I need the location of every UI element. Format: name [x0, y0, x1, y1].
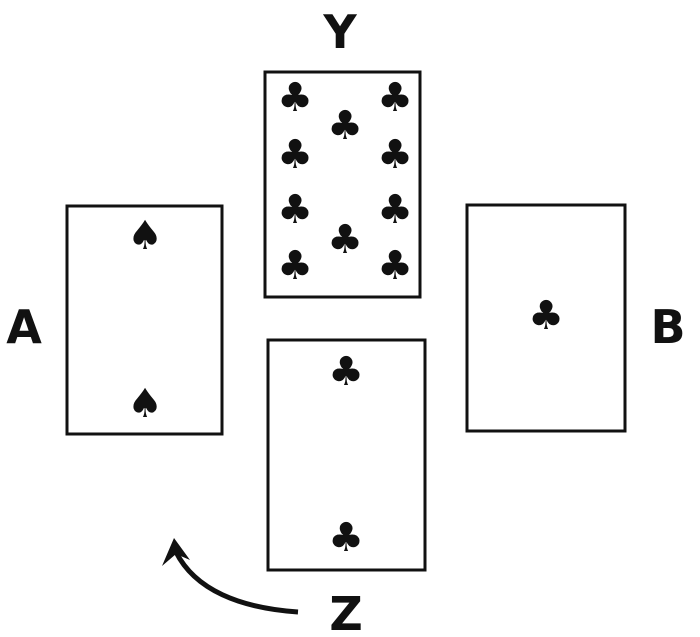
clubs-pip-icon: ♣	[528, 293, 564, 339]
clubs-pip-icon: ♣	[377, 187, 413, 233]
label-b: B	[650, 300, 685, 354]
clubs-pip-icon: ♣	[377, 243, 413, 289]
clubs-pip-icon: ♣	[277, 187, 313, 233]
label-z: Z	[329, 587, 362, 637]
clubs-pip-icon: ♣	[328, 515, 364, 561]
card-a: ♠♠	[65, 204, 224, 436]
card-z: ♣♣	[266, 338, 427, 572]
label-a: A	[6, 300, 42, 354]
clubs-pip-icon: ♣	[327, 103, 363, 149]
clubs-pip-icon: ♣	[277, 75, 313, 121]
clubs-pip-icon: ♣	[277, 243, 313, 289]
label-y: Y	[322, 5, 357, 59]
clubs-pip-icon: ♣	[377, 132, 413, 178]
spades-pip-icon: ♠	[127, 213, 163, 259]
card-y: ♣ ♣ ♣ ♣ ♣ ♣ ♣ ♣ ♣ ♣	[263, 70, 422, 299]
card-b: ♣	[465, 203, 627, 433]
clubs-pip-icon: ♣	[377, 75, 413, 121]
clubs-pip-icon: ♣	[327, 217, 363, 263]
clubs-pip-icon: ♣	[328, 349, 364, 395]
curved-arrow-icon	[162, 538, 299, 615]
spades-pip-icon: ♠	[127, 381, 163, 427]
clubs-pip-icon: ♣	[277, 132, 313, 178]
